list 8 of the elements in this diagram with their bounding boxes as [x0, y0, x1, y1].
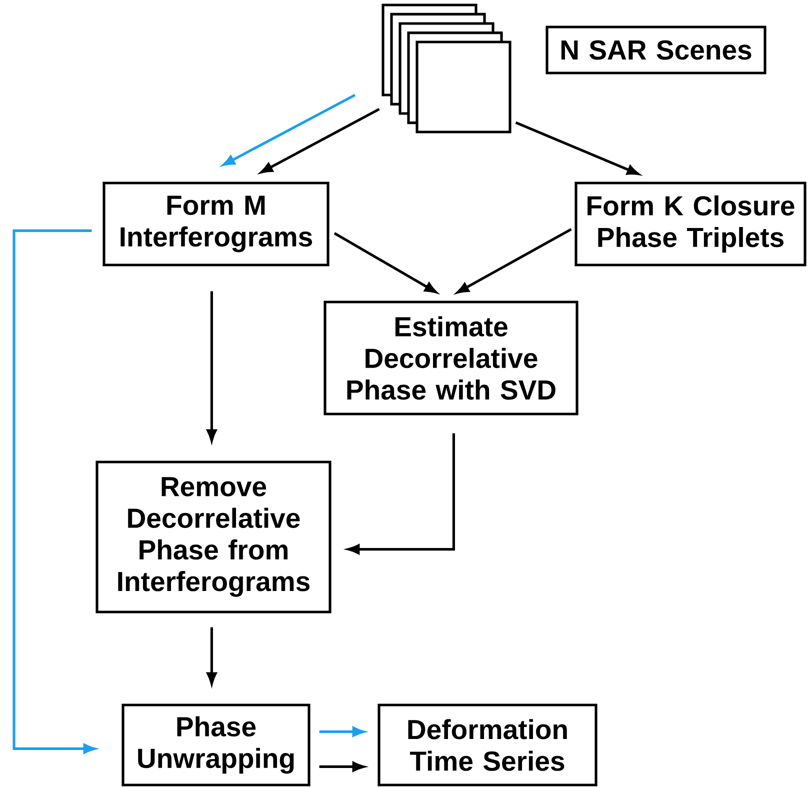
process-box: Estimate Decorrelative Phase with SVD: [324, 300, 578, 416]
process-box: Remove Decorrelative Phase from Interferograms: [96, 460, 332, 614]
process-box: Form M Interferograms: [102, 182, 330, 266]
process-box: Form K Closure Phase Triplets: [574, 182, 806, 266]
stacked-frames-drawing: [382, 4, 512, 134]
process-box: N SAR Scenes: [546, 26, 766, 74]
process-box: Phase Unwrapping: [122, 704, 310, 786]
process-box: Deformation Time Series: [378, 704, 598, 786]
